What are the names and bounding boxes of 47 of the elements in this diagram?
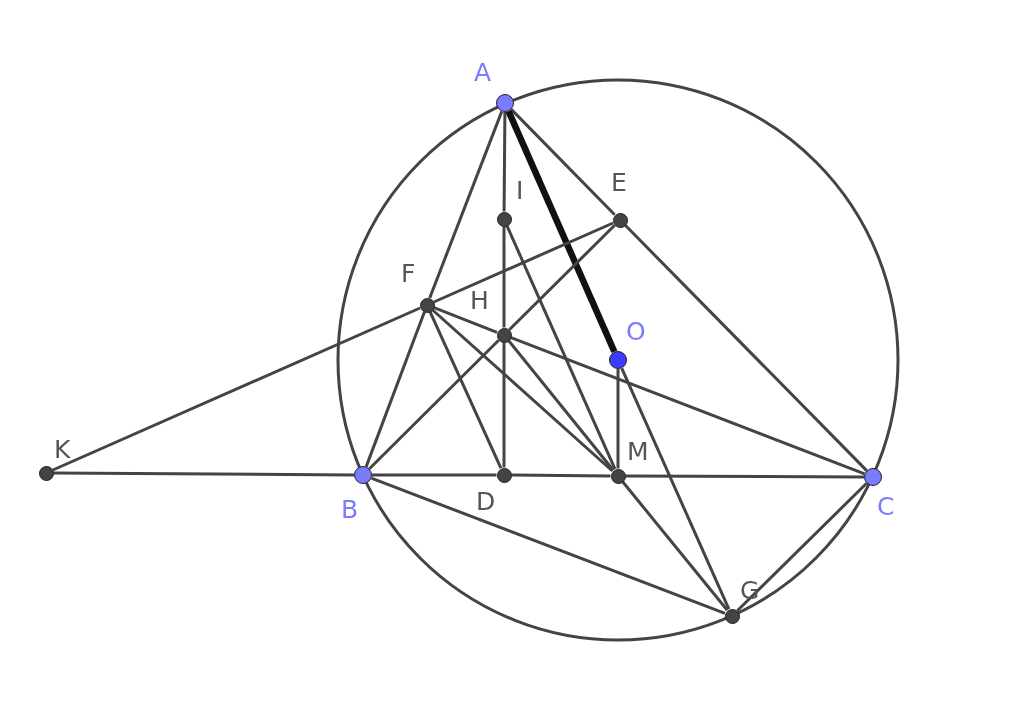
point-dot [864, 468, 882, 486]
point-label: I [516, 178, 524, 203]
line-segment [433, 221, 614, 304]
point-label: B [341, 497, 359, 522]
line-segment [625, 474, 864, 479]
line-segment [428, 311, 503, 469]
line-segment [510, 336, 866, 476]
point-dot [496, 467, 512, 483]
line-segment [52, 306, 421, 472]
line-segment [372, 473, 497, 477]
point-dot [419, 297, 435, 313]
line-segment [428, 110, 504, 299]
point-label: O [626, 319, 646, 344]
point-dot [609, 351, 627, 369]
point-label: A [474, 60, 492, 85]
line-segment [502, 112, 507, 212]
point-label: F [401, 261, 416, 286]
point-label: H [470, 288, 489, 313]
point-dot [354, 466, 372, 484]
point-dot [496, 94, 514, 112]
line-segment [431, 308, 614, 473]
line-segment [505, 109, 618, 354]
line-segment [370, 476, 726, 615]
line-segment [364, 311, 426, 468]
point-label: D [476, 489, 496, 514]
line-segment [511, 473, 611, 478]
line-segment [502, 342, 506, 468]
line-segment [736, 482, 868, 612]
point-label: K [54, 437, 71, 462]
line-segment [433, 306, 498, 334]
line-segment [621, 480, 729, 612]
line-segment [53, 471, 354, 477]
point-label: M [627, 439, 649, 464]
line-segment [508, 224, 616, 331]
point-label: C [877, 494, 895, 519]
line-segment [624, 224, 868, 472]
line-segment [620, 367, 731, 610]
line-segment [507, 339, 615, 472]
line-segment [510, 108, 616, 216]
point-dot [38, 465, 54, 481]
point-label: E [611, 170, 627, 195]
line-segment [616, 369, 620, 469]
point-dot [496, 211, 512, 227]
line-segment [505, 225, 617, 470]
line-segment [368, 339, 500, 470]
point-label: G [740, 578, 760, 603]
line-segment [502, 226, 506, 328]
